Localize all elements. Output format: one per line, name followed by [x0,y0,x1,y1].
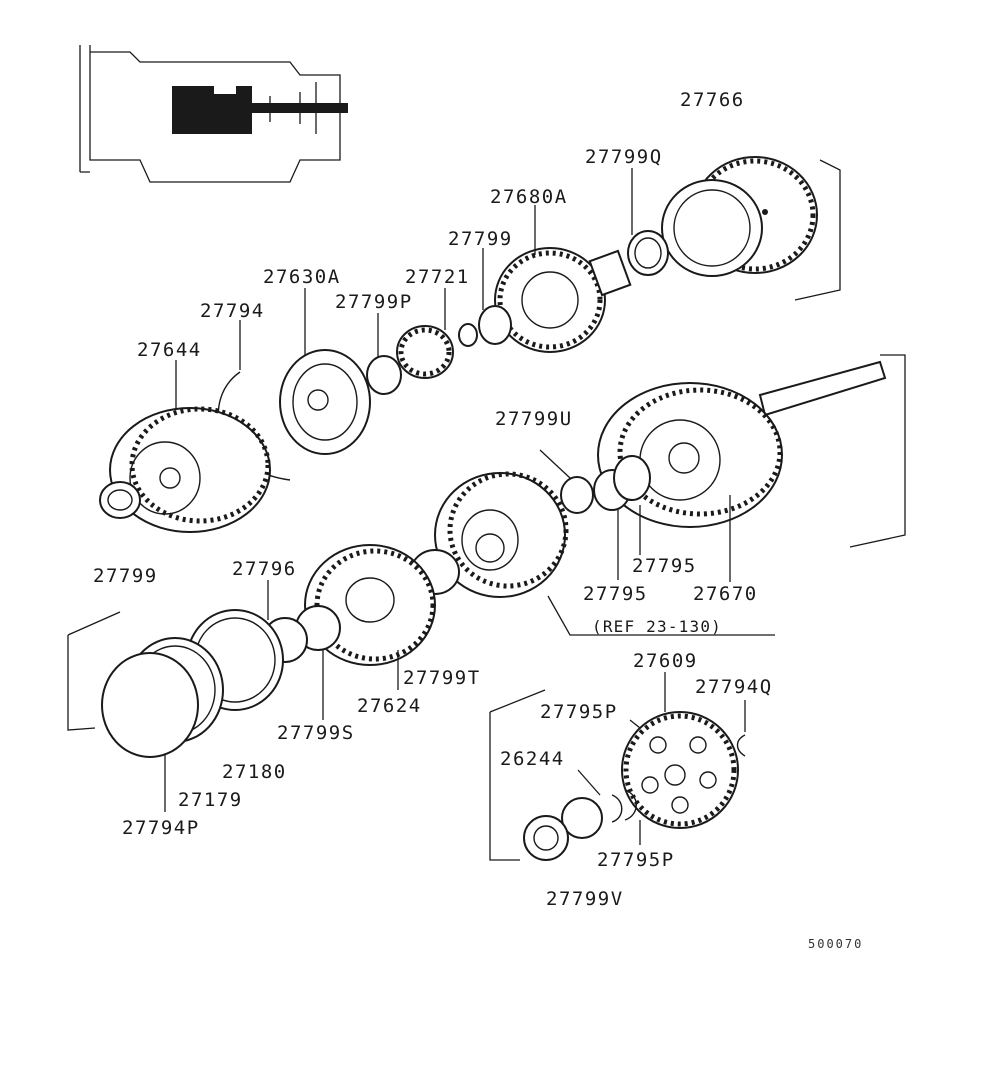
part-27670-output-drum [597,360,887,528]
label-27794q: 27794Q [695,676,773,698]
part-27795-bearing [593,455,651,511]
part-27644-ring-gear [109,406,271,533]
label-27799u: 27799U [495,408,573,430]
label-27799q: 27799Q [585,146,663,168]
transmission-locator-thumbnail [79,45,348,183]
part-27680a-carrier [494,247,632,353]
part-ref-clutch-hub [434,471,569,598]
label-27644: 27644 [137,339,202,361]
label-27799p: 27799P [335,291,413,313]
part-26244-ring [561,797,603,839]
label-27680a: 27680A [490,186,568,208]
part-27795p-washer [611,789,637,823]
label-27766: 27766 [680,89,745,111]
part-27721-sun-gear [396,323,478,379]
label-27630a: 27630A [263,266,341,288]
group-brackets [67,159,906,861]
label-27799t: 27799T [403,667,481,689]
label-27670: 27670 [693,583,758,605]
label-27795p-top: 27795P [540,701,618,723]
label-26244: 26244 [500,748,565,770]
label-27799v: 27799V [546,888,624,910]
part-27766-clutch-drum [661,156,818,277]
part-27799v-nut [523,815,569,861]
label-27794: 27794 [200,300,265,322]
part-27799p-ring [366,355,402,395]
part-27630a-planet-carrier [279,349,371,455]
part-27794p-snap-ring [101,652,199,758]
label-27180: 27180 [222,761,287,783]
label-27796: 27796 [232,558,297,580]
part-labels: 27766 27799Q 27680A 27799 27630A 27721 2… [93,89,863,951]
label-27799s: 27799S [277,722,355,744]
label-27721: 27721 [405,266,470,288]
label-27795-b: 27795 [583,583,648,605]
label-27799-top: 27799 [448,228,513,250]
part-27799u-washer [560,476,594,514]
leader-lines [164,168,775,845]
label-27795p-bottom: 27795P [597,849,675,871]
part-27799-washer-top [478,305,512,345]
label-27799-left: 27799 [93,565,158,587]
part-27799q-washer [627,230,669,276]
label-27179: 27179 [178,789,243,811]
part-27794q-clip [736,734,746,757]
reference-note: (REF 23-130) [592,617,722,636]
label-27609: 27609 [633,650,698,672]
drawing-code: 500070 [808,937,863,951]
part-27799-washer-left [99,481,141,519]
label-27795-a: 27795 [632,555,697,577]
label-27794p: 27794P [122,817,200,839]
part-27609-sprocket [621,711,739,829]
label-27624: 27624 [357,695,422,717]
